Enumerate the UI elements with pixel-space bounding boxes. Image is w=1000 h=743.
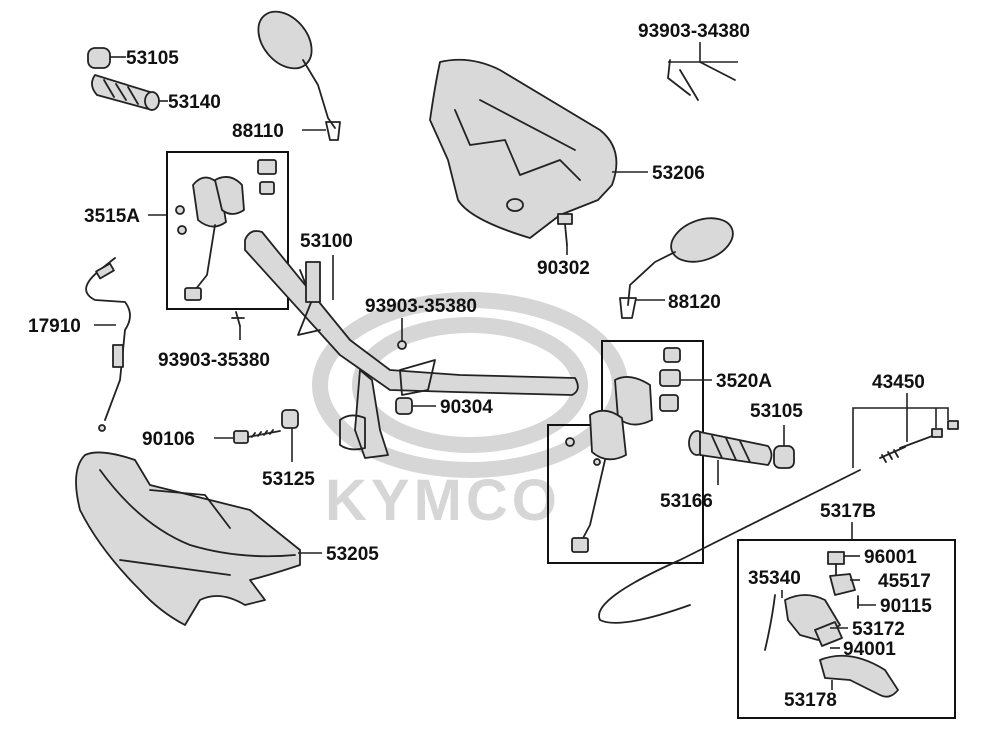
label-53100: 53100: [300, 231, 353, 252]
label-88110: 88110: [232, 121, 284, 142]
label-90115: 90115: [880, 596, 932, 617]
rear-cover-53206: [429, 58, 618, 239]
label-53166: 53166: [660, 491, 713, 512]
kymco-watermark: KYMCO: [312, 292, 628, 533]
label-53206: 53206: [652, 163, 705, 184]
front-cover-53205: [75, 451, 301, 626]
grip-53166: [688, 430, 773, 466]
collar-53125: [281, 409, 299, 429]
label-3520A: 3520A: [716, 371, 772, 392]
grip-53140: [91, 74, 160, 111]
throttle-cable-17910: [85, 257, 131, 432]
label-17910: 17910: [28, 316, 81, 337]
label-45517: 45517: [878, 571, 931, 592]
label-94001: 94001: [843, 639, 896, 660]
mirror-88110: [257, 10, 341, 141]
label-53172: 53172: [852, 619, 905, 640]
label-88120: 88120: [668, 292, 721, 313]
label-5317B: 5317B: [820, 501, 876, 522]
end-cap-53105-right: [773, 445, 795, 469]
mirror-88120: [619, 217, 734, 319]
lever-assembly: [764, 551, 899, 698]
label-43450: 43450: [872, 372, 925, 393]
watermark-text: KYMCO: [325, 468, 561, 533]
screw-93903-35380-left: [231, 311, 245, 327]
bolt-90302: [557, 213, 573, 246]
label-53105-right: 53105: [750, 401, 803, 422]
lever-box-5317B-frame: [737, 539, 956, 719]
switch-box-3515A-frame: [166, 151, 289, 310]
handlebar-53100: [244, 230, 579, 459]
washer-90304: [395, 397, 413, 415]
label-53178: 53178: [784, 690, 837, 711]
right-switch-3520A: [565, 347, 681, 553]
left-switch-3515A: [175, 159, 277, 301]
label-93903-35380-left: 93903-35380: [158, 350, 270, 371]
brake-cable-43450: [598, 420, 959, 624]
label-93903-34380: 93903-34380: [638, 21, 750, 42]
label-96001: 96001: [864, 547, 917, 568]
label-93903-35380-mid: 93903-35380: [365, 296, 477, 317]
end-cap-53105-top: [87, 47, 111, 69]
label-90106: 90106: [142, 429, 195, 450]
label-53140: 53140: [168, 92, 221, 113]
label-3515A: 3515A: [84, 206, 140, 227]
label-90304: 90304: [440, 397, 493, 418]
screws-93903-34380: [667, 59, 736, 101]
label-53105-top: 53105: [126, 48, 179, 69]
label-53205: 53205: [326, 544, 379, 565]
label-90302: 90302: [537, 258, 590, 279]
label-35340: 35340: [748, 568, 801, 589]
bolt-90106: [233, 429, 281, 444]
label-53125: 53125: [262, 469, 315, 490]
